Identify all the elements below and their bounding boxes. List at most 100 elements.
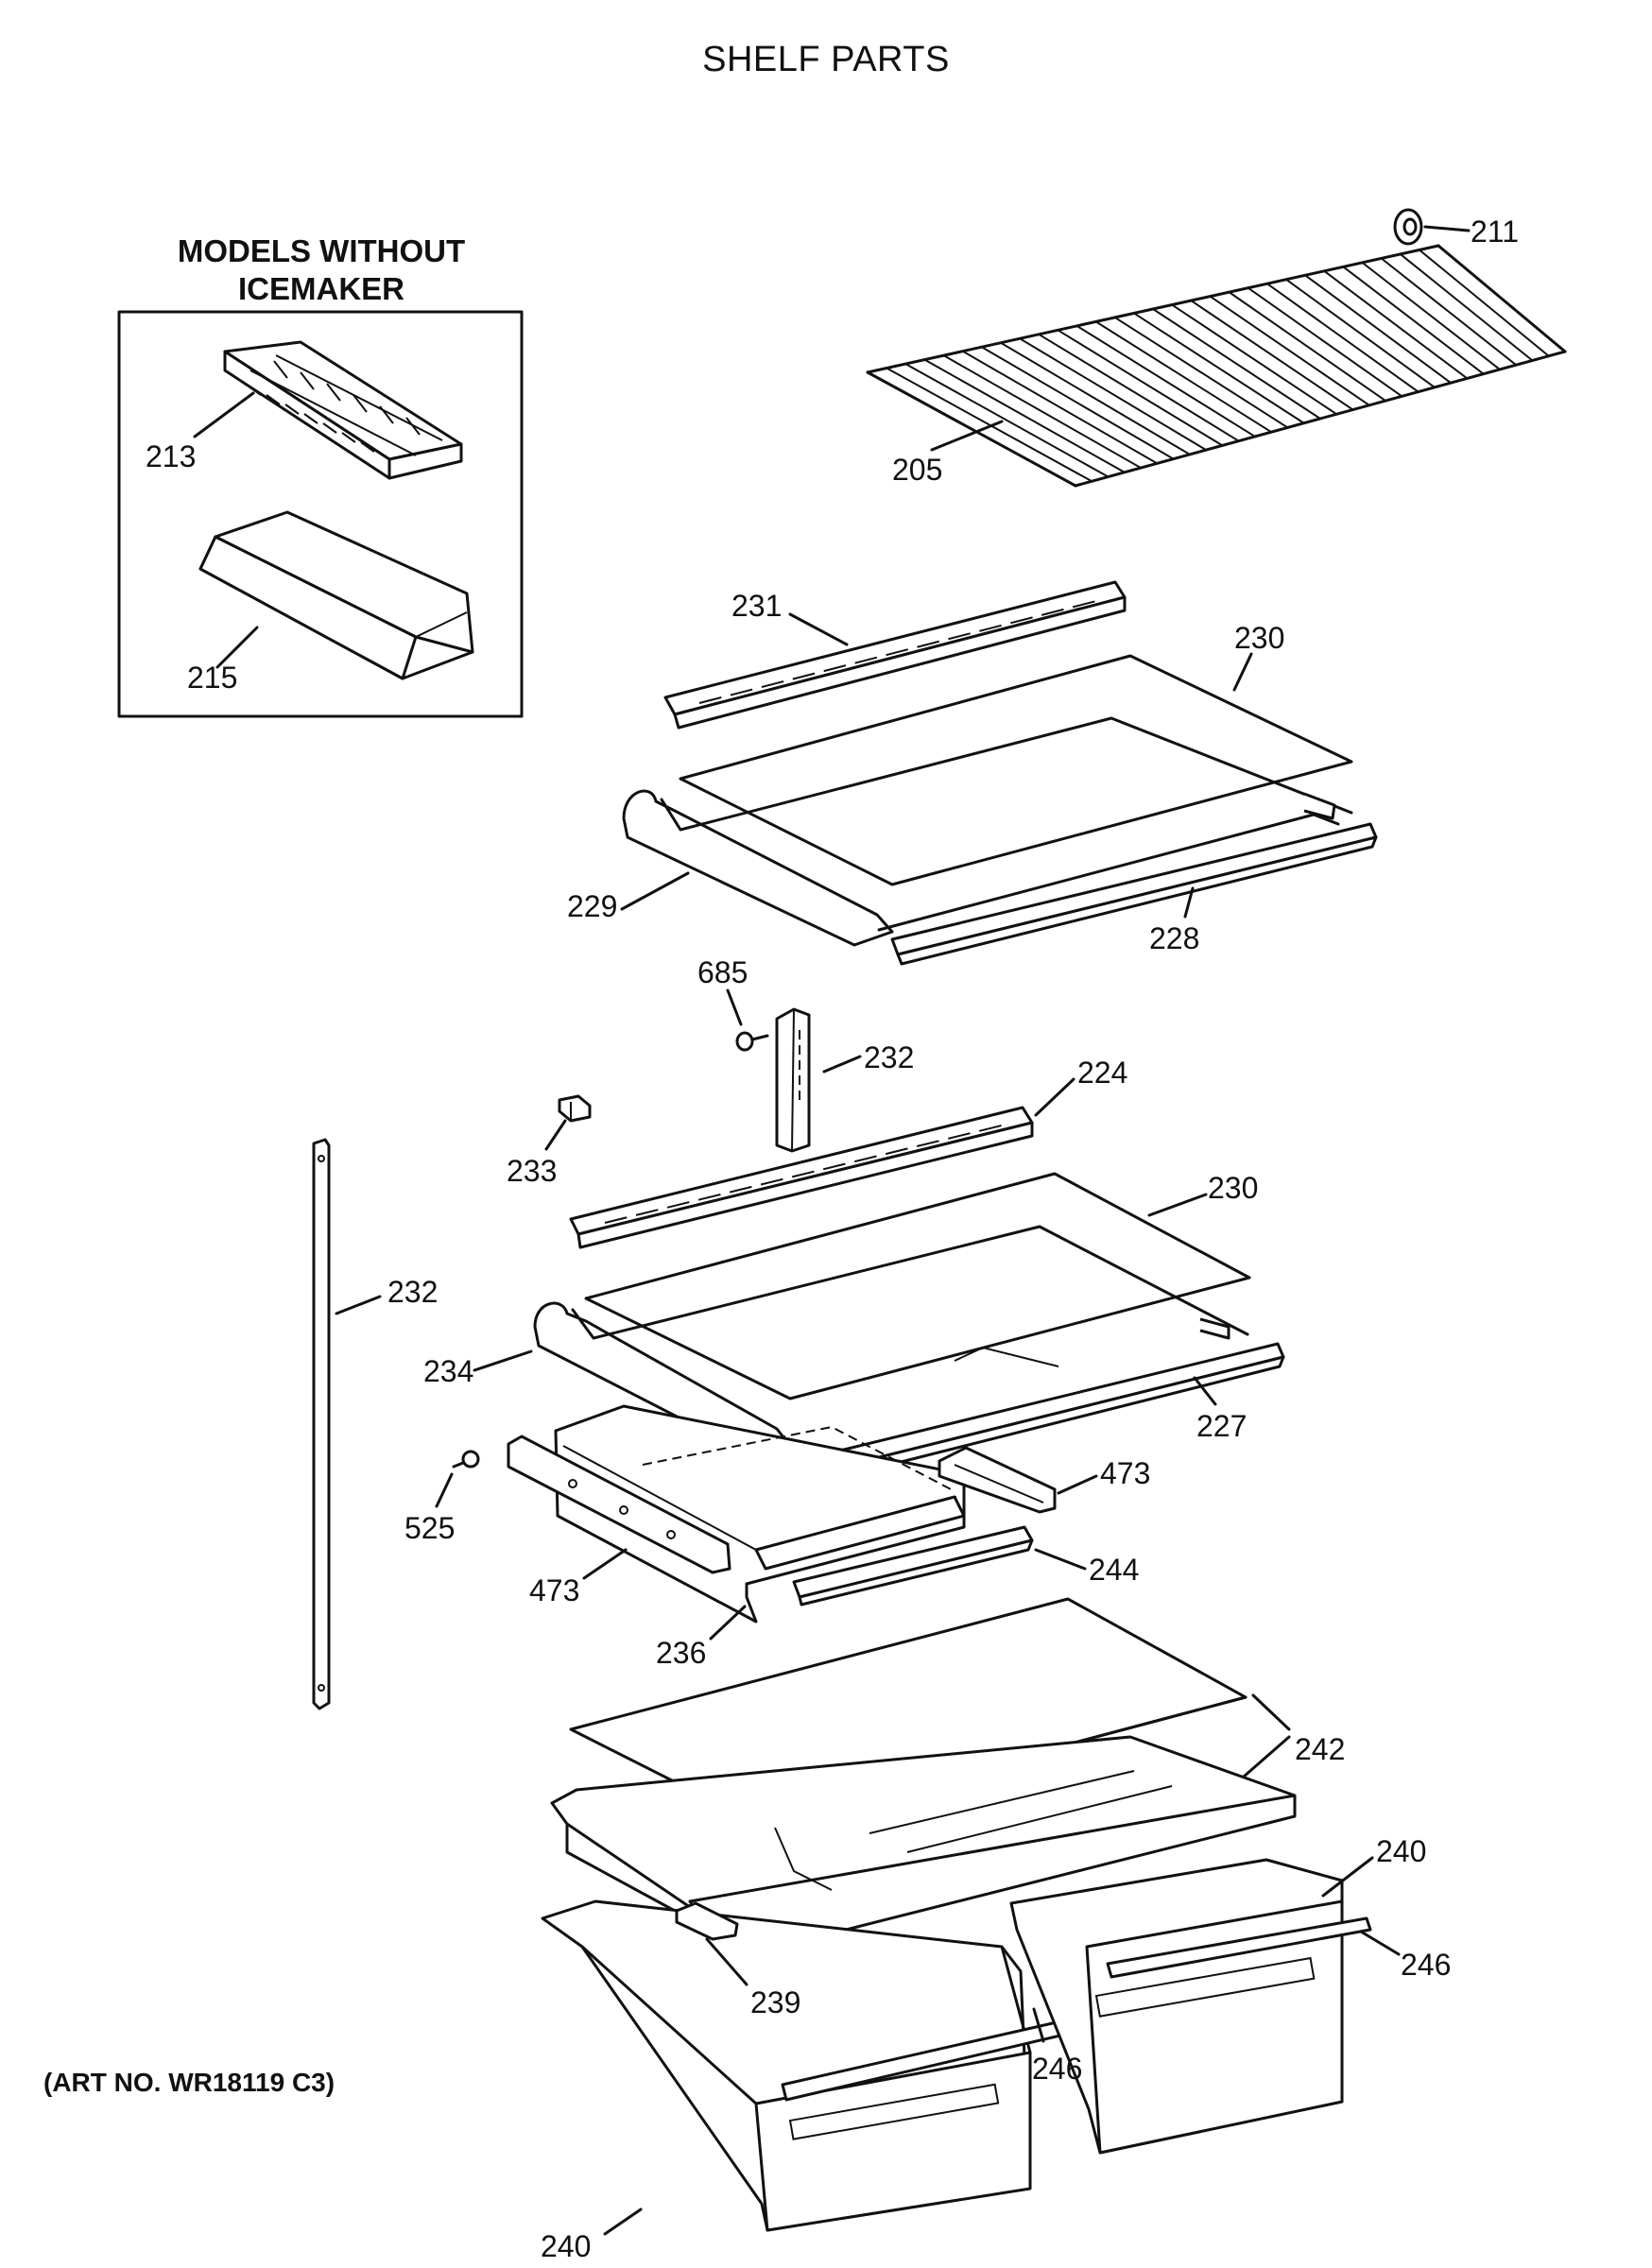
left-crisper-drawer-part xyxy=(541,1899,1062,2232)
label-246-right: 246 xyxy=(1401,1948,1451,1982)
label-232-long: 232 xyxy=(387,1275,438,1309)
wire-rod xyxy=(886,367,1093,483)
label-525: 525 xyxy=(404,1511,455,1545)
inset-heading-line-1: MODELS WITHOUT xyxy=(177,233,466,268)
wire-rod xyxy=(1342,266,1485,375)
label-224: 224 xyxy=(1077,1056,1127,1090)
leader-242-b xyxy=(1242,1735,1291,1778)
leader-205 xyxy=(930,420,1004,452)
wire-rod xyxy=(1380,257,1517,366)
label-240-right: 240 xyxy=(1376,1834,1426,1868)
leader-239 xyxy=(705,1937,749,1986)
label-232-short: 232 xyxy=(864,1040,914,1074)
label-473-left: 473 xyxy=(529,1573,579,1607)
middle-glass-part xyxy=(584,1172,1251,1400)
upper-front-trim-part xyxy=(663,580,1127,730)
leader-224 xyxy=(1034,1077,1076,1117)
leader-242 xyxy=(1251,1693,1291,1731)
leader-232b xyxy=(335,1295,382,1315)
wire-rod xyxy=(1361,262,1501,370)
wire-rod xyxy=(1076,325,1256,438)
leader-473b xyxy=(582,1548,628,1580)
leader-473a xyxy=(1057,1474,1098,1495)
label-211: 211 xyxy=(1471,215,1519,249)
label-242: 242 xyxy=(1295,1732,1345,1766)
label-239: 239 xyxy=(750,1985,800,2019)
wire-rod xyxy=(962,350,1158,465)
leader-230a xyxy=(1232,652,1253,692)
wire-shelf-part xyxy=(866,244,1567,488)
wire-rod xyxy=(1190,300,1354,411)
label-205: 205 xyxy=(892,453,942,487)
leader-232a xyxy=(822,1055,862,1074)
drawer-rail-239-part xyxy=(675,1901,739,1941)
wire-rod xyxy=(1304,274,1452,384)
leader-246b xyxy=(1032,2007,1045,2043)
wire-rod xyxy=(1285,278,1436,388)
wire-rod xyxy=(1228,291,1386,402)
wire-rod xyxy=(1114,317,1289,429)
inset-heading-line-2: ICEMAKER xyxy=(237,271,404,306)
wire-rod xyxy=(981,346,1175,460)
shelf-cap-part xyxy=(1393,208,1423,246)
ice-bin-part xyxy=(198,510,474,680)
wire-rod xyxy=(1152,308,1321,420)
leader-233 xyxy=(544,1119,567,1151)
leader-234 xyxy=(473,1349,533,1372)
label-233: 233 xyxy=(507,1154,557,1188)
leader-230b xyxy=(1147,1193,1208,1217)
label-244: 244 xyxy=(1089,1553,1139,1587)
wire-rod xyxy=(1248,286,1402,398)
wire-rod xyxy=(1171,303,1337,416)
left-slide-part xyxy=(507,1435,731,1574)
label-236: 236 xyxy=(656,1636,706,1670)
upper-shelf-frame-part xyxy=(622,716,1353,947)
right-crisper-drawer-part xyxy=(1009,1858,1372,2155)
leader-240b xyxy=(603,2208,643,2236)
label-231: 231 xyxy=(731,589,782,623)
pan-front-trim-part xyxy=(792,1525,1034,1606)
label-473-right: 473 xyxy=(1100,1456,1150,1490)
leader-211 xyxy=(1423,225,1471,232)
upper-rear-trim-part xyxy=(890,822,1378,966)
short-rail-part xyxy=(775,1007,811,1153)
middle-front-trim-part xyxy=(569,1106,1034,1249)
wire-rod xyxy=(1038,333,1223,447)
page-title: SHELF PARTS xyxy=(702,40,950,79)
wire-rod xyxy=(1000,341,1191,455)
leader-525 xyxy=(435,1472,454,1508)
screw-525-part xyxy=(452,1450,480,1469)
leader-229 xyxy=(620,871,690,911)
leader-240a xyxy=(1321,1856,1374,1898)
leader-228 xyxy=(1183,886,1195,919)
wire-rod xyxy=(1019,337,1207,451)
wire-rod xyxy=(943,354,1142,469)
wire-rod xyxy=(1400,253,1534,362)
label-228: 228 xyxy=(1149,921,1199,955)
label-213: 213 xyxy=(146,439,196,473)
wire-rod xyxy=(1419,249,1550,357)
inset-box xyxy=(117,310,524,718)
upper-glass-part xyxy=(679,654,1353,886)
long-rail-part xyxy=(312,1138,331,1710)
wire-rod xyxy=(1323,270,1469,380)
label-234: 234 xyxy=(423,1354,473,1388)
right-slide-part xyxy=(938,1446,1057,1514)
leader-244 xyxy=(1034,1548,1087,1571)
wire-rod xyxy=(1057,329,1240,442)
wire-rod xyxy=(1209,295,1370,406)
clip-233-part xyxy=(558,1094,592,1123)
label-240-left: 240 xyxy=(541,2229,591,2263)
art-number: (ART NO. WR18119 C3) xyxy=(43,2068,336,2097)
label-685: 685 xyxy=(697,955,748,989)
label-230-upper: 230 xyxy=(1234,621,1284,655)
leader-685 xyxy=(726,988,743,1026)
inset-heading: MODELS WITHOUT ICEMAKER xyxy=(95,232,548,308)
leader-227 xyxy=(1193,1376,1217,1406)
label-230-middle: 230 xyxy=(1208,1171,1258,1205)
leader-231 xyxy=(788,612,849,646)
label-229: 229 xyxy=(567,889,617,923)
screw-685-part xyxy=(735,1031,769,1052)
label-246-left: 246 xyxy=(1032,2052,1082,2086)
